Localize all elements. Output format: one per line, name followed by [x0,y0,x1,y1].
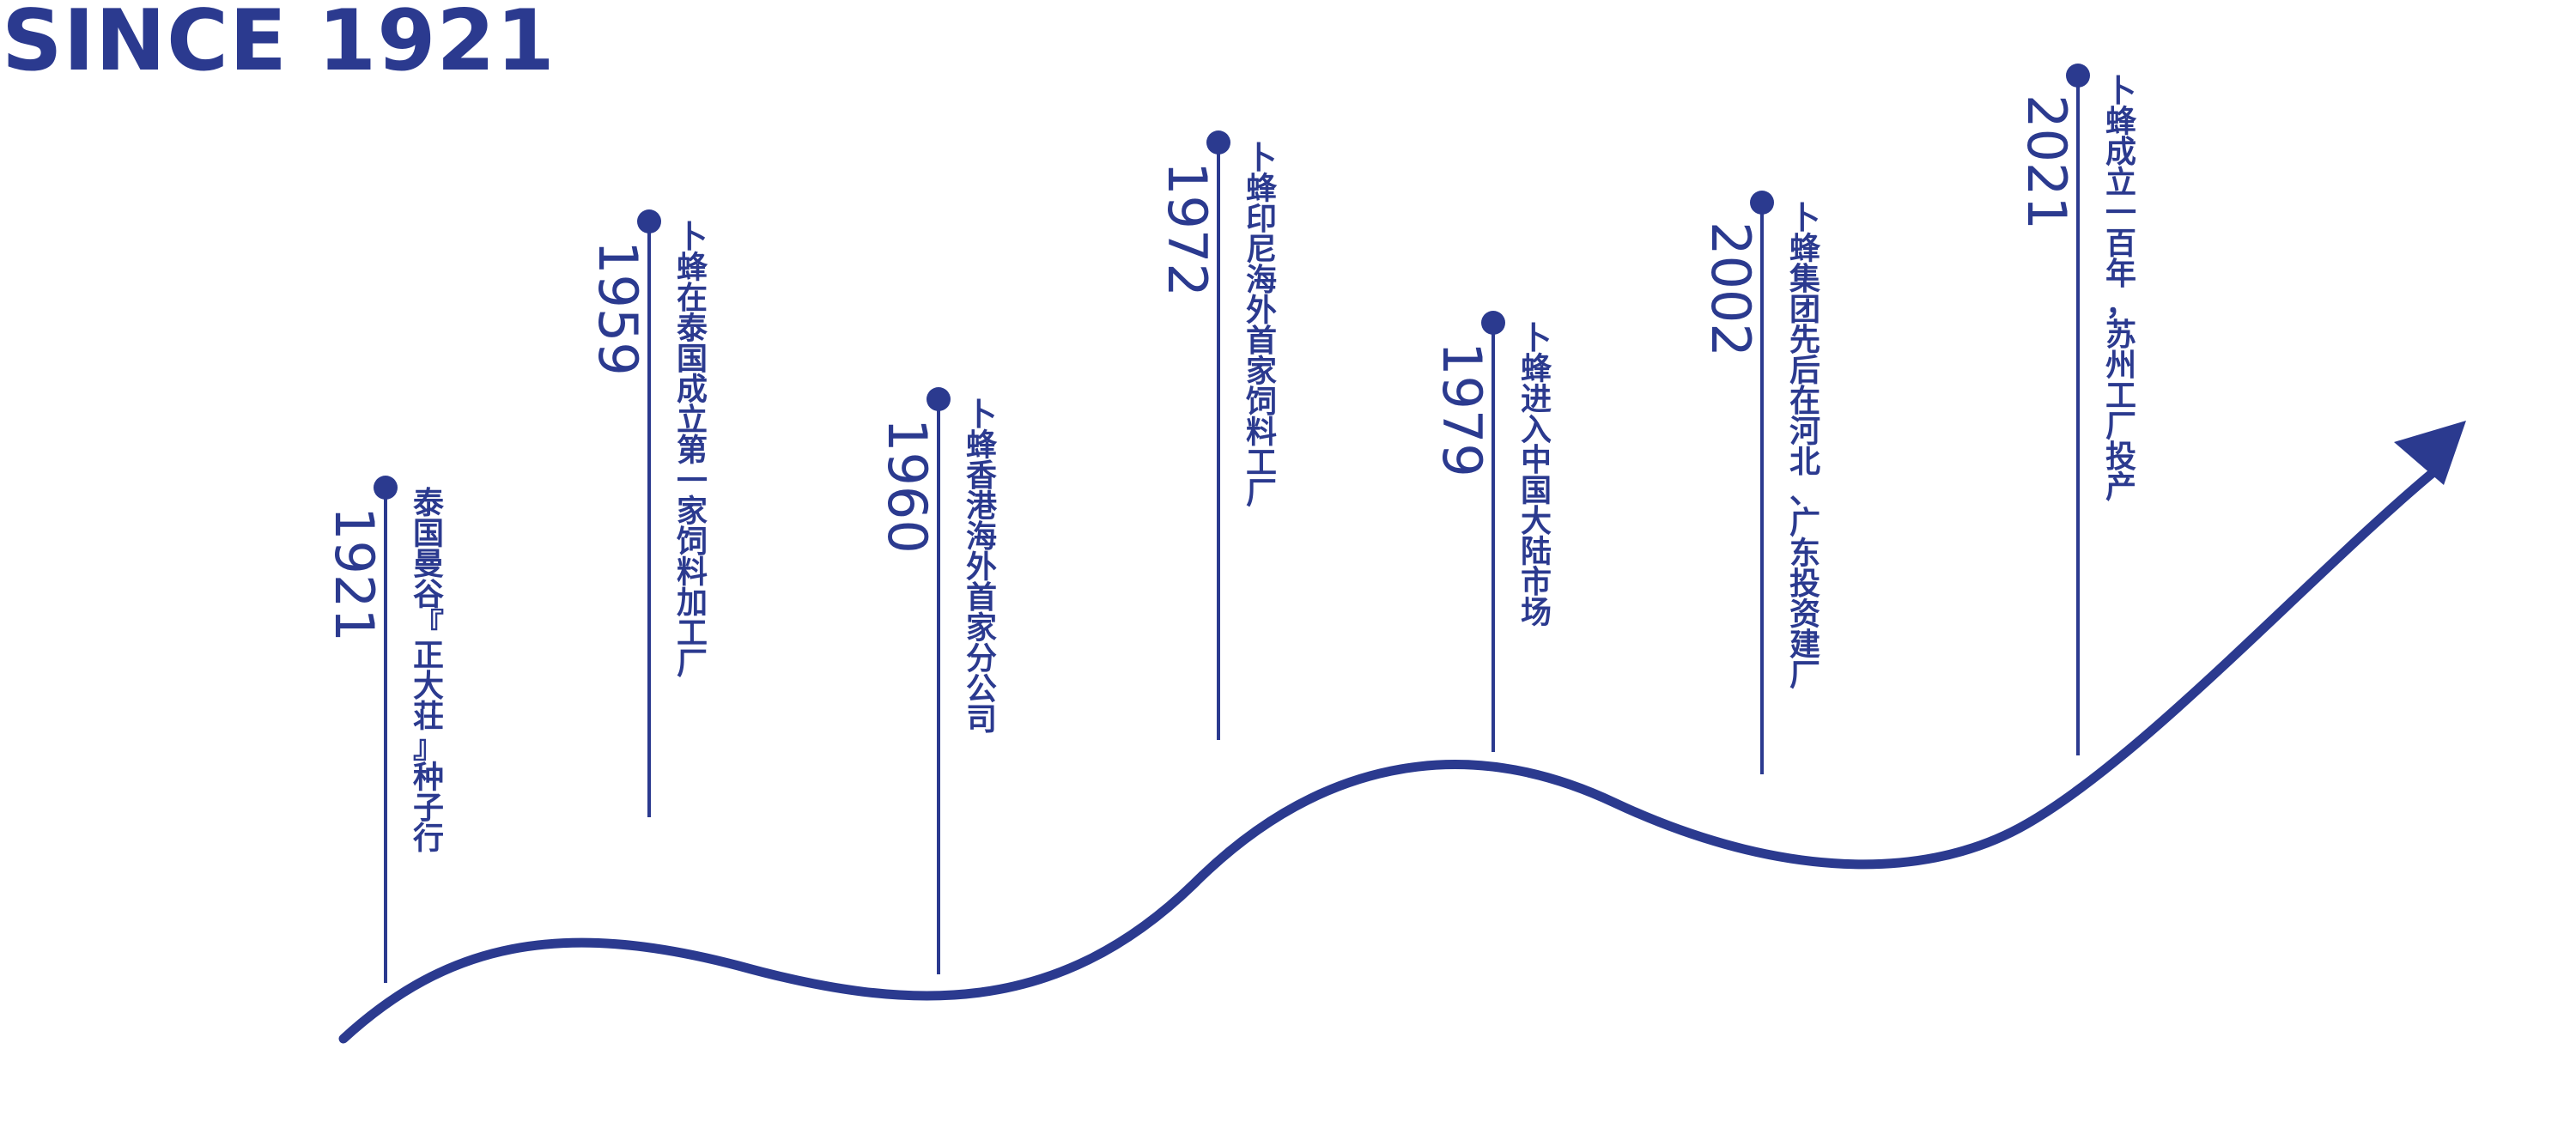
milestone-1921: 1921 泰国曼谷『正大荘』种子行 [323,476,445,983]
milestone-2002: 2002 卜蜂集团先后在河北、广东投资建厂 [1699,191,1821,774]
milestone-dot [637,209,661,233]
page-title: SINCE 1921 [2,0,556,90]
milestone-description: 泰国曼谷『正大荘』种子行 [413,486,445,857]
milestone-description: 卜蜂印尼海外首家饲料工厂 [1246,141,1278,512]
milestones: 1921 泰国曼谷『正大荘』种子行 1959 卜蜂在泰国成立第一家饲料加工厂 1960 卜… [323,64,2137,983]
milestone-year: 1960 [876,418,939,554]
milestone-year: 1979 [1431,342,1493,477]
arrow-head-icon [2394,421,2466,485]
milestone-dot [1481,311,1505,335]
milestone-description: 卜蜂进入中国大陆市场 [1521,321,1552,631]
milestone-description: 卜蜂在泰国成立第一家饲料加工厂 [677,220,708,682]
milestone-dot [2066,64,2090,88]
milestone-description: 卜蜂香港海外首家分公司 [966,397,998,737]
milestone-1960: 1960 卜蜂香港海外首家分公司 [876,387,998,974]
milestone-dot [927,387,951,411]
milestone-1979: 1979 卜蜂进入中国大陆市场 [1431,311,1552,752]
milestone-2021: 2021 卜蜂成立一百年，苏州工厂投产 [2015,64,2137,755]
milestone-year: 2002 [1699,221,1762,357]
milestone-1972: 1972 卜蜂印尼海外首家饲料工厂 [1156,130,1278,740]
milestone-year: 2021 [2015,94,2078,230]
milestone-dot [1206,130,1230,155]
milestone-dot [374,476,398,500]
milestone-description: 卜蜂成立一百年，苏州工厂投产 [2105,74,2137,506]
milestone-year: 1972 [1156,161,1218,297]
milestone-description: 卜蜂集团先后在河北、广东投资建厂 [1789,201,1821,694]
milestone-1959: 1959 卜蜂在泰国成立第一家饲料加工厂 [586,209,708,817]
milestone-dot [1750,191,1774,215]
milestone-year: 1921 [323,506,386,642]
milestone-year: 1959 [586,240,649,376]
growth-curve [338,463,2444,1044]
